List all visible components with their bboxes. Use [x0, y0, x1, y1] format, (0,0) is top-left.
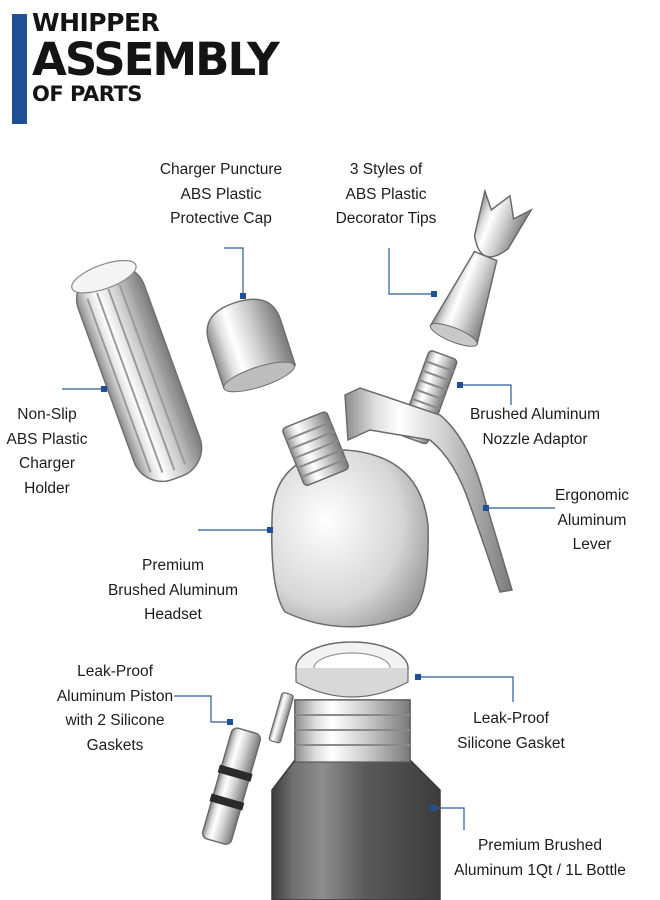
title-line-3: OF PARTS	[32, 82, 142, 106]
headset-part	[271, 411, 429, 628]
lever-part	[344, 387, 513, 593]
charger-holder-part	[71, 259, 203, 483]
protective-cap-part	[206, 298, 297, 393]
silicone-gasket-part	[295, 641, 409, 698]
leader-lines	[62, 247, 555, 830]
piston-part	[201, 692, 294, 845]
leader-markers	[101, 291, 489, 811]
bottle-part	[271, 699, 441, 900]
title-accent-bar	[12, 14, 27, 124]
decorator-tip-part	[429, 188, 534, 347]
title-line-1: WHIPPER	[32, 8, 160, 37]
page-title: WHIPPER ASSEMBLY OF PARTS	[32, 8, 280, 106]
title-line-2: ASSEMBLY	[32, 33, 280, 86]
